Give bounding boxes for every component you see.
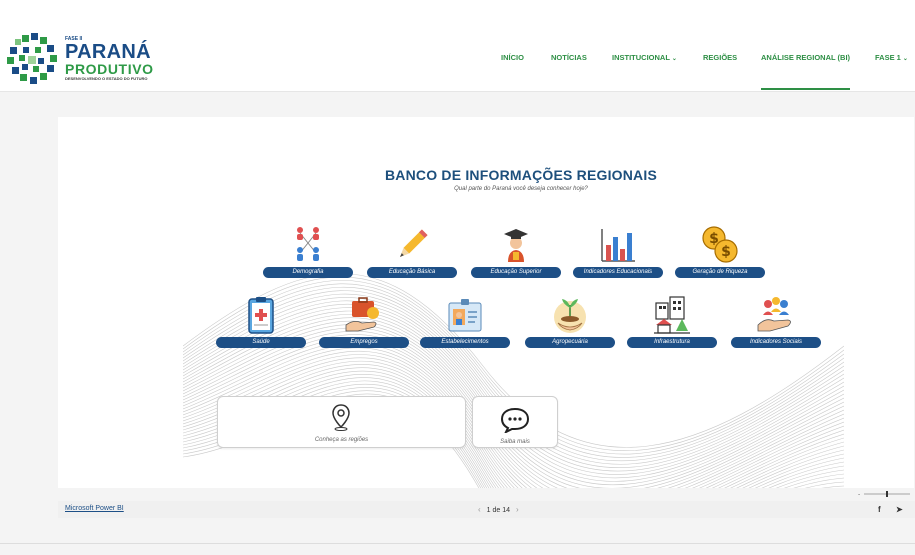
nav-institucional[interactable]: INSTITUCIONAL⌄ xyxy=(612,53,677,62)
tile-label: Indicadores Educacionais xyxy=(573,267,663,278)
tile-geracao-de-riqueza[interactable]: $ $ Geração de Riqueza xyxy=(675,225,765,278)
nav-noticias[interactable]: NOTÍCIAS xyxy=(551,53,587,62)
tile-label: Educação Superior xyxy=(471,267,561,278)
tile-label: Saúde xyxy=(216,337,306,348)
tile-empregos[interactable]: Empregos xyxy=(319,295,409,349)
tile-indicadores-sociais[interactable]: Indicadores Sociais xyxy=(731,295,821,349)
facebook-icon[interactable]: f xyxy=(878,505,881,514)
graduation-cap-icon xyxy=(504,229,528,262)
zoom-minus-icon[interactable]: - xyxy=(858,491,860,498)
powerbi-link[interactable]: Microsoft Power BI xyxy=(65,505,124,512)
tile-saude[interactable]: Saúde xyxy=(216,295,306,349)
tile-label: Demografia xyxy=(263,267,353,278)
svg-text:$: $ xyxy=(709,231,719,247)
nav-institucional-label: INSTITUCIONAL xyxy=(612,53,670,62)
card-conheca-regioes[interactable]: Conheça as regiões xyxy=(217,396,466,448)
tile-agropecuaria[interactable]: Agropecuária xyxy=(525,295,615,349)
chevron-right-icon[interactable]: › xyxy=(516,505,519,514)
chevron-down-icon: ⌄ xyxy=(902,56,908,62)
logo-fase-label: FASE II xyxy=(65,36,83,42)
tile-label: Empregos xyxy=(319,337,409,348)
nav-inicio[interactable]: INÍCIO xyxy=(501,53,524,62)
tile-label: Infraestrutura xyxy=(627,337,717,348)
chevron-left-icon[interactable]: ‹ xyxy=(478,505,481,514)
tile-label: Estabelecimentos xyxy=(420,337,510,348)
nav-fase-1[interactable]: FASE 1⌄ xyxy=(875,53,908,62)
logo-produtivo-text: PRODUTIVO xyxy=(65,61,154,77)
page-navigator: ‹ 1 de 14 › xyxy=(472,505,525,514)
city-buildings-icon xyxy=(654,296,690,334)
chat-bubble-icon xyxy=(500,407,530,433)
pencil-icon xyxy=(399,229,428,258)
tile-label: Geração de Riqueza xyxy=(675,267,765,278)
card-label: Conheça as regiões xyxy=(314,437,369,443)
svg-text:$: $ xyxy=(721,244,731,260)
page-divider xyxy=(0,543,915,544)
nav-regioes[interactable]: REGIÕES xyxy=(703,53,738,62)
tile-estabelecimentos[interactable]: Estabelecimentos xyxy=(420,295,510,349)
tile-label: Agropecuária xyxy=(525,337,615,348)
report-subtitle: Qual parte do Paraná você deseja conhece… xyxy=(454,186,588,192)
report-title: BANCO DE INFORMAÇÕES REGIONAIS xyxy=(384,167,657,183)
card-label: Saiba mais xyxy=(500,439,530,445)
tile-educacao-basica[interactable]: Educação Básica xyxy=(367,225,457,278)
logo-wordmark[interactable]: FASE II PARANÁ PRODUTIVO DESENVOLVENDO O… xyxy=(65,36,185,81)
coins-icon: $ $ xyxy=(702,226,738,263)
plant-hand-icon xyxy=(554,299,586,333)
site-header: FASE II PARANÁ PRODUTIVO DESENVOLVENDO O… xyxy=(0,0,915,92)
logo-tagline: DESENVOLVENDO O ESTADO DO FUTURO xyxy=(65,76,148,81)
tile-label: Indicadores Sociais xyxy=(731,337,821,348)
chevron-down-icon: ⌄ xyxy=(671,56,677,62)
logo-mark-icon[interactable] xyxy=(6,33,58,85)
tile-label: Educação Básica xyxy=(367,267,457,278)
id-badge-icon xyxy=(448,299,482,332)
zoom-slider[interactable]: - xyxy=(858,490,912,498)
card-saiba-mais[interactable]: Saiba mais xyxy=(472,396,558,448)
people-hand-icon xyxy=(757,297,791,332)
logo-parana-text: PARANÁ xyxy=(65,41,151,63)
bar-chart-icon xyxy=(601,229,635,262)
twitter-icon[interactable]: ➤ xyxy=(896,505,903,514)
page-indicator: 1 de 14 xyxy=(486,507,511,514)
map-pin-icon xyxy=(332,404,350,431)
tile-demografia[interactable]: Demografia xyxy=(263,225,353,278)
nav-analise-regional[interactable]: ANÁLISE REGIONAL (BI) xyxy=(761,53,851,62)
clipboard-health-icon xyxy=(248,297,274,334)
tile-educacao-superior[interactable]: Educação Superior xyxy=(471,225,561,278)
nav-active-indicator xyxy=(761,88,850,90)
nav-fase-1-label: FASE 1 xyxy=(875,53,901,62)
tile-indicadores-educacionais[interactable]: Indicadores Educacionais xyxy=(573,225,663,278)
tile-infraestrutura[interactable]: Infraestrutura xyxy=(627,295,717,349)
powerbi-footer-bar xyxy=(58,501,915,518)
zoom-slider-handle[interactable] xyxy=(886,491,888,497)
people-network-icon xyxy=(297,227,319,261)
briefcase-hand-icon xyxy=(345,297,379,332)
